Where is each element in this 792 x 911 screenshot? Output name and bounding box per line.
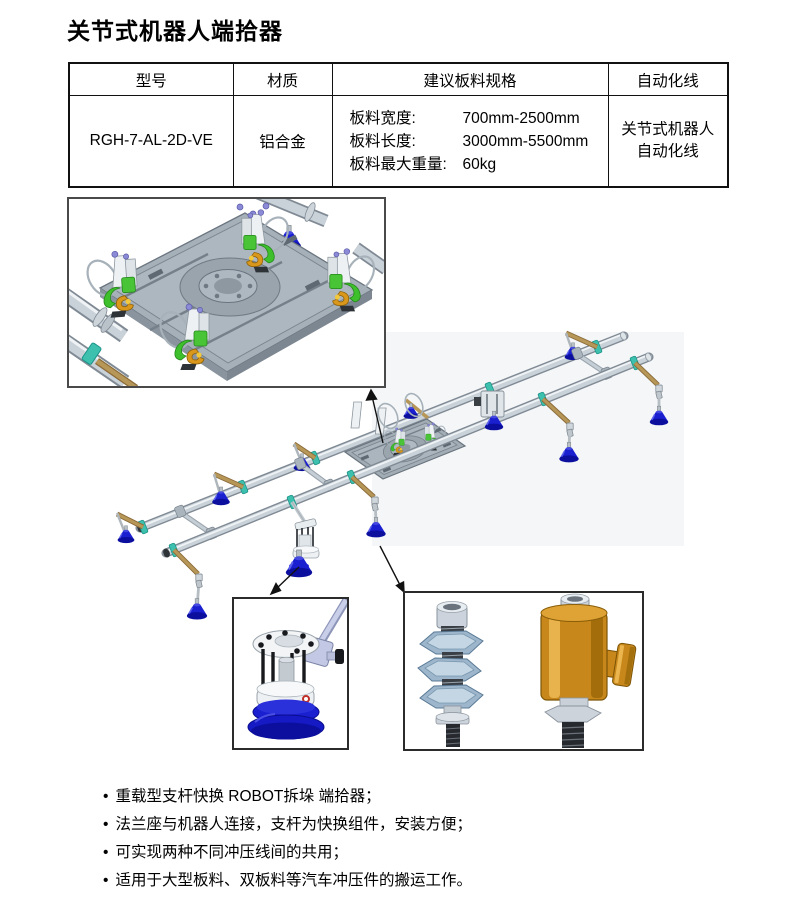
callout-fittings-detail [403, 591, 644, 751]
automation-line-text-2: 自动化线 [636, 143, 699, 160]
bullet-text: 适用于大型板料、双板料等汽车冲压件的搬运工作。 [115, 872, 472, 889]
detail-rail-tube [69, 334, 138, 386]
callout-suction-cup-detail [232, 597, 349, 750]
suction-drop [563, 330, 603, 361]
callout-arrows [269, 388, 405, 596]
col-header-model: 型号 [68, 62, 234, 96]
material-cell: 铝合金 [232, 95, 333, 188]
end-effector-illustration [67, 197, 684, 751]
sheet-length-line: 板料长度: 3000mm-5500mm [350, 130, 608, 153]
page-title: 关节式机器人端拾器 [67, 18, 283, 44]
automation-line-cell: 关节式机器人 自动化线 [607, 95, 729, 188]
bullet-marker: • [103, 788, 109, 805]
suction-drop [346, 469, 387, 539]
detail-knob [335, 649, 344, 664]
sheet-length-label: 板料长度: [349, 132, 416, 150]
sheet-weight-value: 60kg [462, 155, 497, 173]
sheet-length-value: 3000mm-5500mm [462, 132, 589, 150]
callout-plate-detail [67, 197, 386, 388]
plate-bracket [350, 401, 363, 429]
bullet-marker: • [103, 844, 109, 861]
feature-bullets: • 重载型支杆快换 ROBOT拆垛 端拾器； • 法兰座与机器人连接，支杆为快换组件… [103, 783, 472, 895]
suction-drop [629, 355, 669, 427]
bullet-text: 法兰座与机器人连接，支杆为快换组件，安装方便； [115, 816, 472, 833]
bullet-text: 重载型支杆快换 ROBOT拆垛 端拾器； [115, 788, 381, 805]
front-rail [161, 352, 654, 558]
bullet-item: • 重载型支杆快换 ROBOT拆垛 端拾器； [103, 783, 472, 811]
front-rail-end-cap [163, 548, 170, 558]
main-assembly [115, 330, 669, 621]
sheet-weight-label: 板料最大重量: [349, 155, 447, 173]
suction-drop [115, 511, 149, 544]
bullet-marker: • [103, 816, 109, 833]
col-header-sheet-spec: 建议板料规格 [331, 62, 609, 96]
bullet-text: 可实现两种不同冲压线间的共用； [115, 844, 348, 861]
suction-drop [537, 391, 580, 464]
quick-change-suction-assembly [284, 494, 320, 579]
product-figure [0, 190, 792, 770]
spec-table-header-row: 型号 材质 建议板料规格 自动化线 [68, 62, 729, 96]
sheet-width-label: 板料宽度: [349, 109, 416, 127]
detail-spring-plunger [417, 601, 484, 747]
detail-plate [98, 212, 374, 381]
automation-line-text-1: 关节式机器人 [621, 121, 715, 138]
suction-drop [168, 542, 208, 621]
detail-bellows-cup [247, 699, 325, 740]
sheet-width-value: 700mm-2500mm [462, 109, 580, 127]
spec-table: 型号 材质 建议板料规格 自动化线 RGH-7-AL-2D-VE 铝合金 板料宽… [68, 62, 729, 188]
suction-drop [211, 471, 249, 506]
model-cell: RGH-7-AL-2D-VE [68, 95, 234, 188]
sheet-weight-line: 板料最大重量: 60kg [350, 153, 608, 176]
spec-table-data-row: RGH-7-AL-2D-VE 铝合金 板料宽度: 700mm-2500mm 板料长… [68, 95, 729, 188]
rail-mounted-bracket-assembly [474, 381, 505, 432]
detail-shock-absorber [540, 593, 637, 748]
sheet-spec-cell: 板料宽度: 700mm-2500mm 板料长度: 3000mm-5500mm 板料最… [331, 95, 609, 188]
suction-drop [402, 398, 430, 420]
bullet-marker: • [103, 872, 109, 889]
bullet-item: • 可实现两种不同冲压线间的共用； [103, 839, 472, 867]
col-header-material: 材质 [232, 62, 333, 96]
col-header-automation-line: 自动化线 [607, 62, 729, 96]
bullet-item: • 适用于大型板料、双板料等汽车冲压件的搬运工作。 [103, 867, 472, 895]
detail-teal-clamp [81, 342, 102, 365]
sheet-width-line: 板料宽度: 700mm-2500mm [350, 107, 608, 130]
bullet-item: • 法兰座与机器人连接，支杆为快换组件，安装方便； [103, 811, 472, 839]
